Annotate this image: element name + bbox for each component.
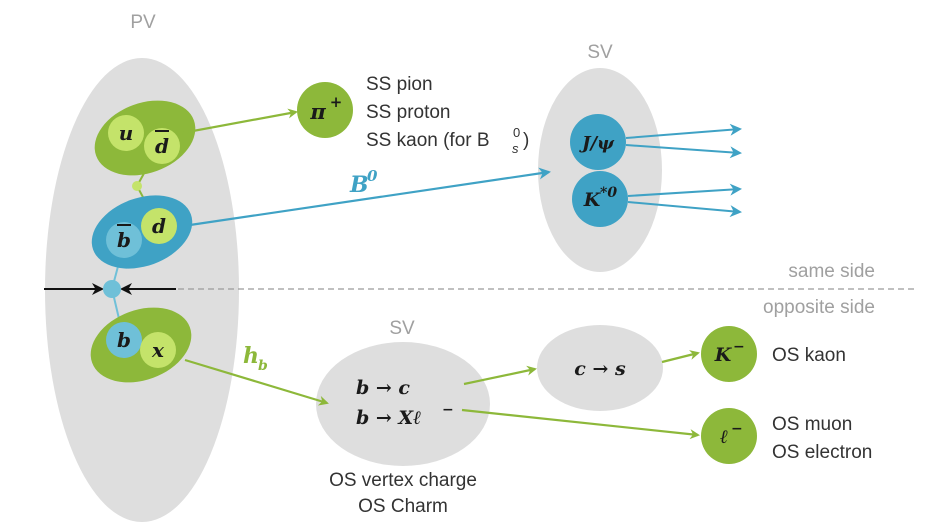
arrow-to-pion — [181, 108, 298, 135]
b-label: b — [117, 328, 131, 352]
pion-charge: + — [330, 93, 343, 111]
ss-kaon-close: ) — [523, 130, 529, 151]
lepton-sup: − — [731, 421, 743, 437]
os-electron-label: OS electron — [772, 442, 872, 463]
d-quark — [141, 208, 177, 244]
arrow-hb — [184, 358, 329, 406]
sv-bottom-label: SV — [389, 318, 415, 339]
os-vertex-charge-label: OS vertex charge — [329, 470, 477, 491]
arrow-b0 — [189, 167, 551, 227]
kstar-track-2 — [627, 201, 742, 218]
arrow-to-lepton — [461, 408, 700, 440]
b0-sup: 0 — [367, 167, 378, 185]
ss-proton-label: SS proton — [366, 102, 451, 123]
ss-kaon-label: SS kaon (for B — [366, 130, 490, 151]
os-kaon-label: OS kaon — [772, 345, 846, 366]
ss-kaon-sup: 0 — [513, 125, 520, 140]
pion-circle — [297, 82, 353, 138]
same-side-label: same side — [788, 261, 875, 282]
kstar-label: K — [583, 189, 602, 211]
x-label: x — [151, 338, 165, 362]
lepton-label: ℓ — [720, 426, 728, 448]
arrow-to-kminus — [661, 350, 700, 364]
kstar-track-1 — [627, 183, 742, 197]
sv-top-label: SV — [587, 42, 613, 63]
primary-vertex — [103, 280, 121, 298]
string-node-green — [132, 181, 142, 191]
hb-label: h — [243, 343, 259, 369]
jpsi-label: J/ψ — [579, 133, 615, 154]
opposite-side-label: opposite side — [763, 297, 875, 318]
decay-b-to-c: b → c — [356, 377, 410, 399]
charm-decay: c → s — [574, 358, 626, 380]
lepton-circle — [701, 408, 757, 464]
bbar-label: b — [117, 228, 131, 252]
decay-b-to-xl: b → Xℓ — [356, 407, 421, 429]
kstar-circle — [572, 171, 628, 227]
pv-label: PV — [130, 12, 156, 33]
sv-top-blob — [538, 68, 662, 272]
os-muon-label: OS muon — [772, 414, 852, 435]
kminus-circle — [701, 326, 757, 382]
dbar-quark — [144, 128, 180, 164]
d-label: d — [152, 214, 166, 238]
u-quark — [108, 115, 144, 151]
charm-blob — [537, 325, 663, 411]
kstar-sup: *0 — [600, 185, 617, 201]
u-label: u — [119, 121, 134, 145]
hb-sub: b — [258, 358, 268, 374]
arrow-to-charm — [463, 365, 537, 386]
kminus-label: K — [714, 344, 733, 366]
ss-pion-label: SS pion — [366, 74, 433, 95]
ss-kaon-sub: s — [512, 141, 519, 156]
jpsi-track-2 — [625, 144, 742, 159]
b-quark — [106, 322, 142, 358]
jpsi-track-1 — [625, 123, 742, 139]
pion-label: π — [309, 99, 326, 124]
os-charm-label: OS Charm — [358, 496, 448, 517]
x-quark — [140, 332, 176, 368]
bbar-quark — [106, 222, 142, 258]
dbar-label: d — [155, 134, 169, 158]
jpsi-circle — [570, 114, 626, 170]
b0-label: B — [349, 172, 369, 198]
decay-b-to-xl-sup: − — [442, 402, 454, 418]
sv-bottom-blob — [316, 342, 490, 466]
kminus-sup: − — [733, 339, 745, 355]
